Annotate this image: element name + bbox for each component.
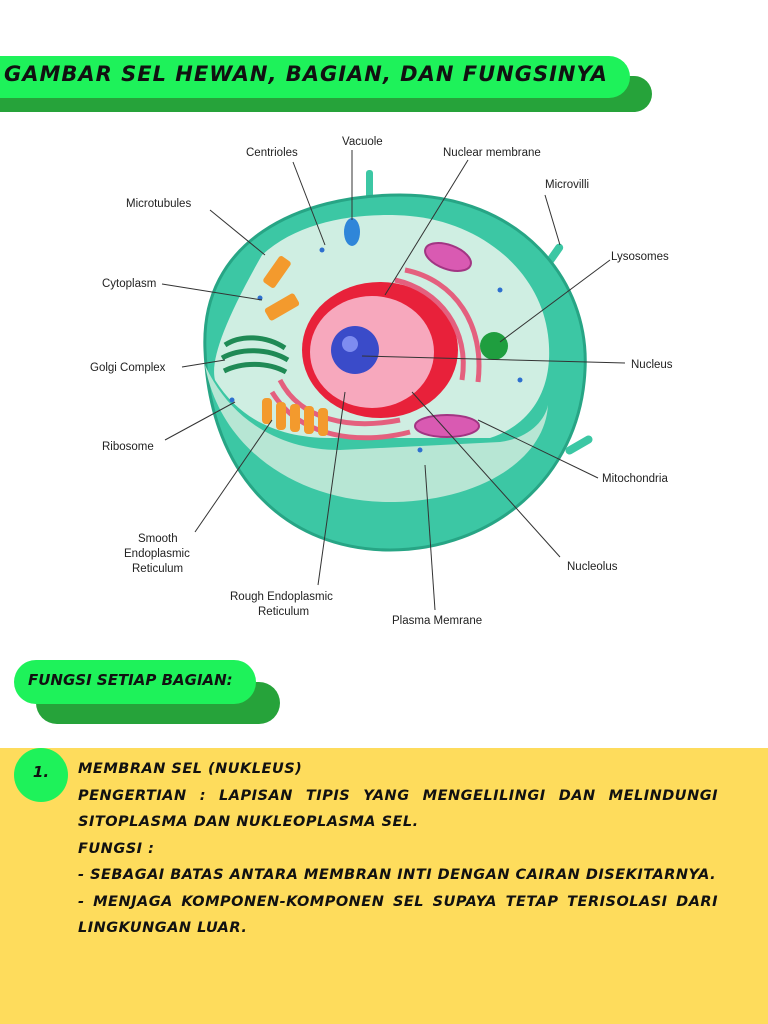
title-banner-bar <box>0 56 630 98</box>
mitochondria-shape-2 <box>424 242 472 272</box>
label-smooth-er-2: Endoplasmic <box>124 548 190 560</box>
fungsi-item-1: - SEBAGAI BATAS ANTARA MEMBRAN INTI DENG… <box>78 867 717 883</box>
ribosome-dots <box>229 247 523 453</box>
nucleus-shape <box>302 282 458 418</box>
subtitle-banner-bar <box>14 660 256 704</box>
section-subtitle: FUNGSI SETIAP BAGIAN: <box>28 671 233 689</box>
subtitle-banner: FUNGSI SETIAP BAGIAN: <box>14 658 280 728</box>
label-nuclear-membrane: Nuclear membrane <box>443 147 541 159</box>
label-leader-lines <box>161 150 626 611</box>
smooth-er-shape <box>262 398 328 436</box>
label-golgi: Golgi Complex <box>90 362 166 374</box>
animal-cell-diagram: Centrioles Vacuole Nuclear membrane Micr… <box>90 136 673 627</box>
page-title: GAMBAR SEL HEWAN, BAGIAN, DAN FUNGSINYA <box>4 62 608 86</box>
label-nucleolus: Nucleolus <box>567 561 618 573</box>
label-nucleus: Nucleus <box>631 359 673 371</box>
label-vacuole: Vacuole <box>342 136 383 148</box>
label-smooth-er-3: Reticulum <box>132 563 183 575</box>
label-microvilli: Microvilli <box>545 179 589 191</box>
fungsi-label: FUNGSI : <box>78 840 155 857</box>
section-content: MEMBRAN SEL (NUKLEUS) PENGERTIAN : LAPIS… <box>78 756 718 942</box>
microtubule-shape <box>263 256 291 288</box>
lysosome-shape <box>480 332 508 360</box>
cytoplasm-organelle-shape <box>264 293 300 321</box>
label-plasma-membrane: Plasma Memrane <box>392 615 482 627</box>
label-ribosome: Ribosome <box>102 441 154 453</box>
title-banner: GAMBAR SEL HEWAN, BAGIAN, DAN FUNGSINYA <box>0 52 660 122</box>
content-panel <box>0 748 768 1024</box>
fungsi-item-2: - MENJAGA KOMPONEN-KOMPONEN SEL SUPAYA T… <box>78 893 718 937</box>
label-mitochondria: Mitochondria <box>602 473 668 485</box>
label-smooth-er-1: Smooth <box>138 533 178 545</box>
section-number: 1. <box>32 763 50 781</box>
label-lysosomes: Lysosomes <box>611 251 669 263</box>
label-rough-er-1: Rough Endoplasmic <box>230 591 333 603</box>
cutaway-floor <box>205 365 548 503</box>
label-rough-er-2: Reticulum <box>258 606 309 618</box>
section-definition: PENGERTIAN : LAPISAN TIPIS YANG MENGELIL… <box>78 787 718 831</box>
vacuole-shape <box>344 218 360 246</box>
mitochondria-shape <box>414 414 480 438</box>
golgi-shape <box>220 335 290 375</box>
section-number-badge: 1. <box>14 748 68 802</box>
section-heading: MEMBRAN SEL (NUKLEUS) <box>78 761 303 777</box>
label-cytoplasm: Cytoplasm <box>102 278 156 290</box>
label-centrioles: Centrioles <box>246 147 298 159</box>
label-microtubules: Microtubules <box>126 198 191 210</box>
